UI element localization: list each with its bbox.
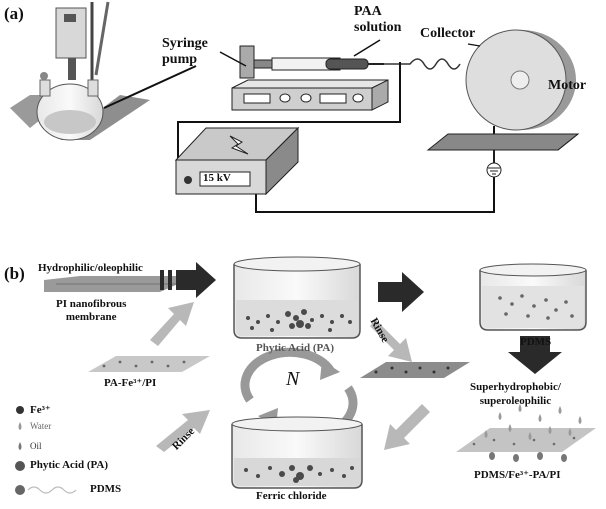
arrow-up-to-membrane (150, 302, 194, 346)
arrow-to-pa (176, 262, 216, 298)
syringe-pump-label: Syringe pump (162, 36, 208, 68)
legend-pdms-marker (15, 485, 25, 495)
ferric-chloride-label: Ferric chloride (256, 490, 327, 502)
ground-plate (428, 134, 578, 177)
beaker-phytic-acid (234, 257, 360, 338)
phytic-acid-label: Phytic Acid (PA) (256, 342, 334, 354)
solution-pointer (354, 40, 380, 56)
product-membrane (456, 404, 596, 462)
legend-phytic-marker (15, 461, 25, 471)
voltage-display: 15 kV (203, 172, 231, 184)
fiber-jet (384, 59, 460, 69)
pa-fe-pi-sheet (88, 356, 210, 372)
panel-a-label: (a) (4, 4, 24, 24)
legend-pdms-line (28, 487, 76, 493)
motor-label: Motor (548, 78, 586, 94)
paa-solution-label: PAA solution (354, 4, 401, 36)
legend-fe-marker (16, 406, 24, 414)
pdms-label: PDMS (520, 336, 551, 348)
n-cycle-label: N (286, 368, 299, 391)
collector-label: Collector (420, 26, 475, 42)
arrow-to-pdms (378, 272, 424, 312)
reactor-flask-illustration (10, 2, 150, 140)
rinsed-membrane-sheet (360, 362, 470, 378)
legend-water-marker (19, 422, 22, 430)
legend-markers (15, 406, 76, 495)
syringe-pump (232, 46, 388, 110)
beaker-pdms (480, 264, 586, 330)
hydrophilic-label: Hydrophilic/oleophilic (38, 262, 143, 274)
product-label: PDMS/Fe³⁺-PA/PI (474, 468, 561, 481)
arrow-to-ferric (384, 404, 430, 450)
legend-oil-marker (19, 442, 22, 450)
beaker-ferric-chloride (232, 417, 362, 488)
high-voltage-supply (176, 128, 298, 194)
legend-fe: Fe³⁺ (30, 403, 51, 416)
pi-membrane-label: PI nanofibrous membrane (56, 298, 126, 324)
superhydrophobic-label: Superhydrophobic/ superoleophilic (470, 380, 561, 408)
legend-oil: Oil (30, 441, 42, 451)
feed-line (104, 66, 196, 108)
legend-water: Water (30, 421, 51, 431)
pa-fe-pi-label: PA-Fe³⁺/PI (104, 376, 156, 389)
legend-pdms: PDMS (90, 483, 121, 495)
collector-pointer (468, 44, 480, 46)
legend-phytic: Phytic Acid (PA) (30, 459, 108, 471)
panel-b-label: (b) (4, 264, 25, 284)
